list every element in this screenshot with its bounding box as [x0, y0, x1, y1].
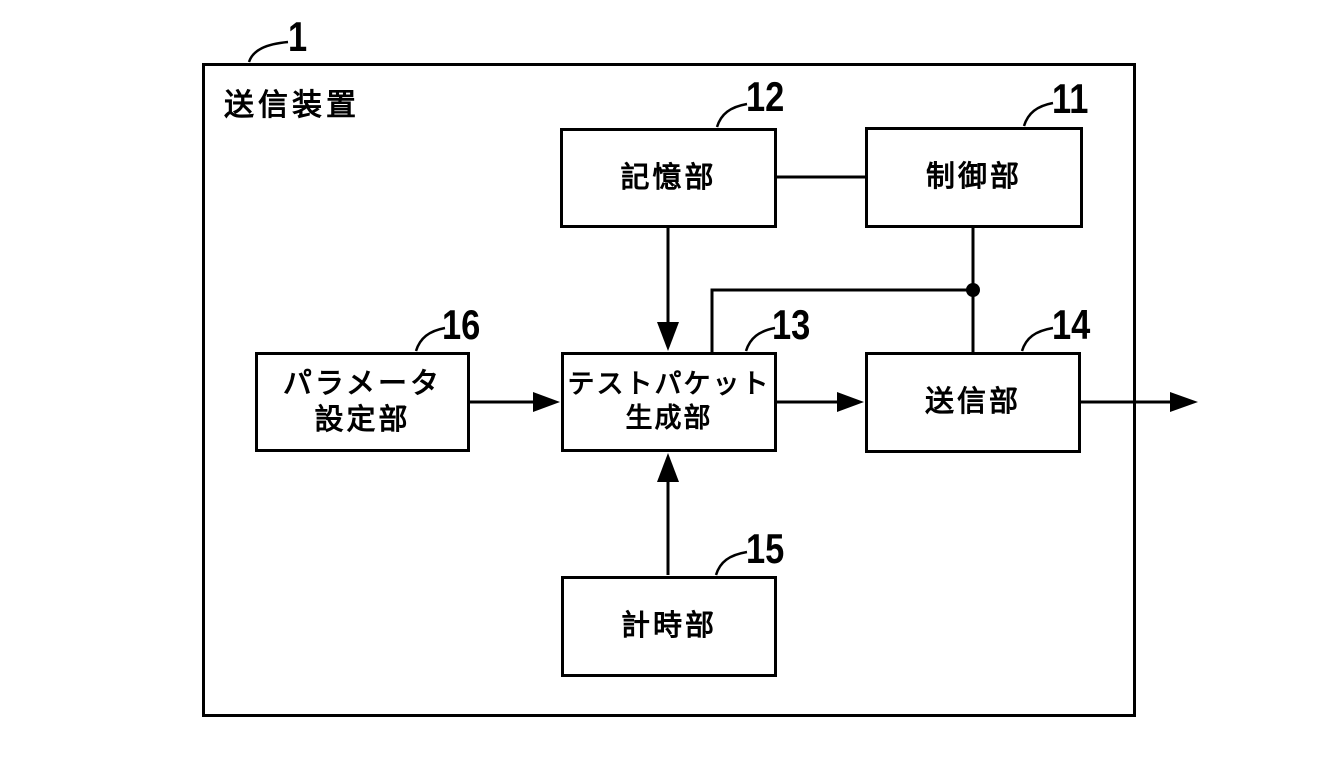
ref-numeral-parameter: 16: [442, 301, 481, 348]
block-transmitter-unit: 送信部: [865, 352, 1081, 453]
block-timer-unit: 計時部: [561, 576, 777, 677]
block-transmitter-label: 送信部: [924, 386, 1021, 419]
leader-ref-1: [247, 40, 289, 63]
block-test-packet-label-line2: 生成部: [625, 403, 713, 433]
ref-numeral-timer: 15: [746, 525, 785, 572]
block-test-packet-label-line1: テストパケット: [567, 369, 771, 400]
block-control-label: 制御部: [925, 161, 1022, 194]
ref-numeral-test-packet: 13: [772, 301, 811, 348]
block-storage-label: 記憶部: [620, 161, 717, 194]
ref-numeral-transmitter: 14: [1052, 301, 1091, 348]
block-timer-label: 計時部: [620, 610, 717, 643]
arrowhead-transmitter-output: [1170, 392, 1198, 412]
ref-numeral-control: 11: [1052, 75, 1089, 122]
block-test-packet-label: テストパケット 生成部: [568, 368, 771, 436]
block-parameter-label-line2: 設定部: [314, 404, 411, 436]
device-boundary-box: [202, 63, 1136, 717]
block-parameter-label-line1: パラメータ: [282, 367, 443, 400]
block-parameter-label: パラメータ 設定部: [283, 366, 442, 439]
block-parameter-setting-unit: パラメータ 設定部: [255, 352, 470, 452]
ref-numeral-device: 1: [288, 13, 308, 60]
device-label: 送信装置: [224, 89, 360, 122]
block-test-packet-generator: テストパケット 生成部: [561, 352, 777, 452]
ref-numeral-storage: 12: [746, 73, 785, 120]
block-control-unit: 制御部: [865, 127, 1083, 228]
block-storage-unit: 記憶部: [560, 128, 777, 228]
